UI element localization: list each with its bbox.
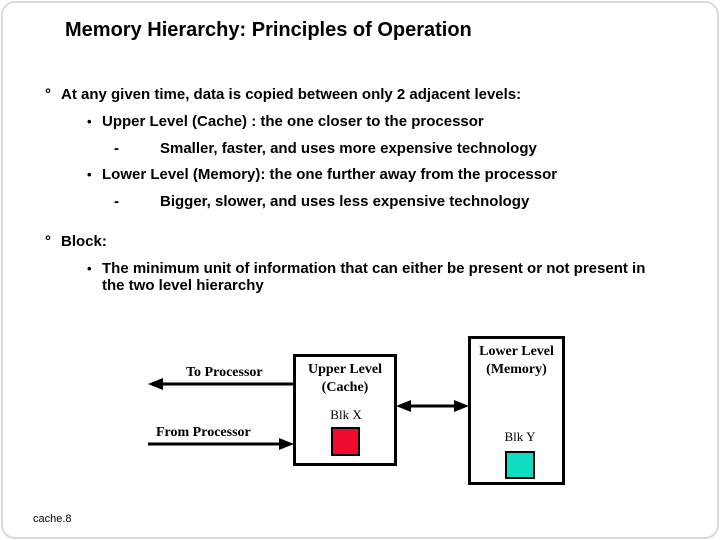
bullet-marker: - bbox=[114, 140, 119, 157]
blk-x-square bbox=[331, 427, 360, 456]
lower-level-box: Lower Level (Memory) bbox=[468, 336, 565, 485]
blk-y-square bbox=[505, 451, 535, 479]
bullet-text: At any given time, data is copied betwee… bbox=[61, 86, 522, 103]
slide-title: Memory Hierarchy: Principles of Operatio… bbox=[65, 19, 472, 41]
bullet-item-upper-level: • Upper Level (Cache) : the one closer t… bbox=[87, 113, 484, 130]
page-footer-label: cache.8 bbox=[33, 513, 72, 525]
bullet-marker: - bbox=[114, 193, 119, 210]
bullet-marker: • bbox=[87, 261, 92, 276]
blk-y-label: Blk Y bbox=[504, 429, 536, 444]
blk-x-label: Blk X bbox=[330, 407, 362, 422]
to-processor-label: To Processor bbox=[186, 365, 263, 380]
upper-box-line2: (Cache) bbox=[321, 380, 369, 395]
upper-box-line1: Upper Level bbox=[307, 362, 382, 377]
bullet-text: Lower Level (Memory): the one further aw… bbox=[102, 166, 558, 183]
bullet-marker: ° bbox=[45, 86, 51, 103]
bullet-text: The minimum unit of information that can… bbox=[102, 260, 646, 294]
lower-box-line2: (Memory) bbox=[486, 362, 547, 377]
bullet-item-lower-level: • Lower Level (Memory): the one further … bbox=[87, 166, 557, 183]
bullet-text: Block: bbox=[61, 233, 107, 250]
cache-memory-transfer-arrow bbox=[396, 400, 469, 412]
bullet-item-adjacent-levels: ° At any given time, data is copied betw… bbox=[45, 86, 521, 103]
bullet-item-smaller-faster: - Smaller, faster, and uses more expensi… bbox=[114, 140, 537, 157]
bullet-marker: • bbox=[87, 167, 92, 182]
bullet-text: Upper Level (Cache) : the one closer to … bbox=[102, 113, 484, 130]
bullet-marker: • bbox=[87, 114, 92, 129]
bullet-text: Smaller, faster, and uses more expensive… bbox=[160, 140, 537, 157]
bullet-marker: ° bbox=[45, 233, 51, 250]
bullet-item-minimum-unit: • The minimum unit of information that c… bbox=[87, 260, 662, 294]
lower-box-line1: Lower Level bbox=[479, 344, 554, 359]
bullet-item-block: ° Block: bbox=[45, 233, 107, 250]
from-processor-label: From Processor bbox=[156, 425, 251, 440]
bullet-text: Bigger, slower, and uses less expensive … bbox=[160, 193, 530, 210]
bullet-item-bigger-slower: - Bigger, slower, and uses less expensiv… bbox=[114, 193, 529, 210]
